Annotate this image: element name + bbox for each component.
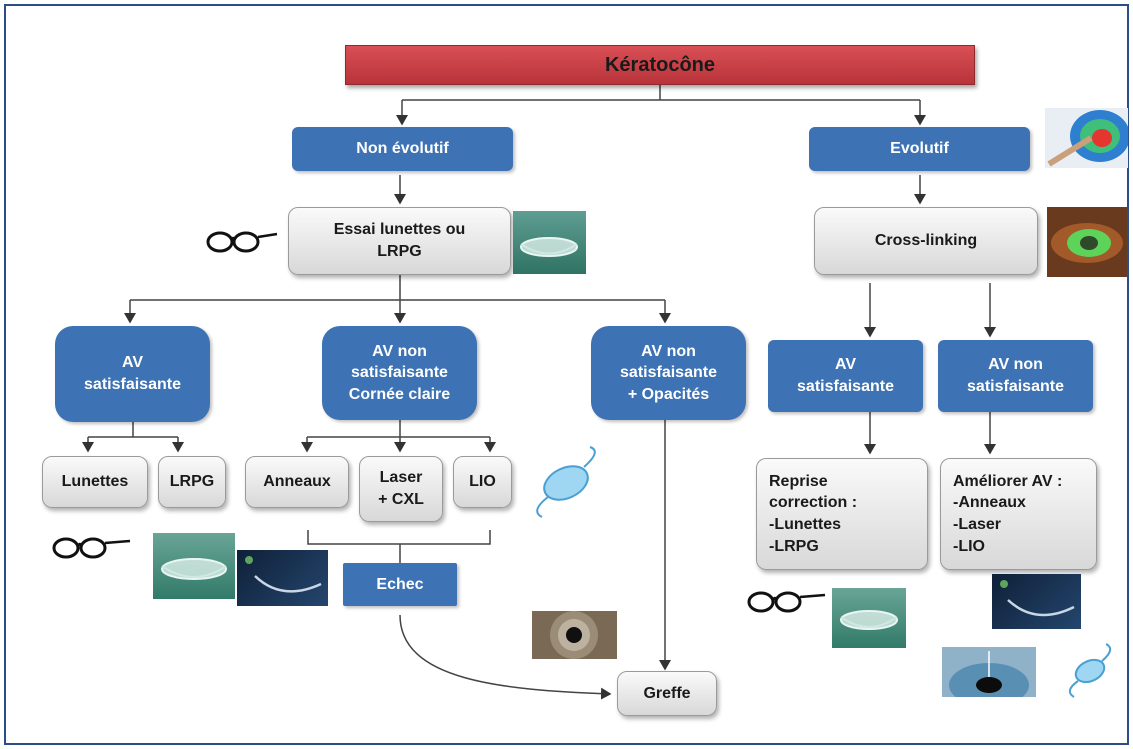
eye-iris-image	[942, 647, 1036, 697]
cross-linking-node: Cross-linking	[814, 207, 1038, 275]
av-non-satisfaisante-right-node: AV non satisfaisante	[938, 340, 1093, 412]
glasses-icon	[743, 584, 828, 620]
crosslinking-eye-image	[1047, 207, 1127, 277]
anneaux-node: Anneaux	[245, 456, 349, 508]
glasses-icon	[48, 530, 133, 566]
eye-iris-image	[532, 611, 617, 659]
glasses-icon	[203, 222, 279, 260]
echec-node: Echec	[343, 563, 457, 606]
evolutif-node: Evolutif	[809, 127, 1030, 171]
greffe-node: Greffe	[617, 671, 717, 716]
corneal-ring-image	[992, 574, 1081, 629]
contact-lens-image	[513, 211, 586, 274]
lrpg-node: LRPG	[158, 456, 226, 508]
keratocone-title-node: Kératocône	[345, 45, 975, 85]
laser-cxl-node: Laser + CXL	[359, 456, 443, 522]
intraocular-lens-icon	[1068, 643, 1112, 698]
non-evolutif-node: Non évolutif	[292, 127, 513, 171]
intraocular-lens-icon	[536, 446, 596, 518]
ameliorer-av-node: Améliorer AV : -Anneaux -Laser -LIO	[940, 458, 1097, 570]
av-satisfaisante-right-node: AV satisfaisante	[768, 340, 923, 412]
av-non-satisfaisante-opacites-node: AV non satisfaisante + Opacités	[591, 326, 746, 420]
contact-lens-image	[832, 588, 906, 648]
reprise-correction-node: Reprise correction : -Lunettes -LRPG	[756, 458, 928, 570]
topography-image	[1045, 108, 1128, 168]
av-non-satisfaisante-cornee-claire-node: AV non satisfaisante Cornée claire	[322, 326, 477, 420]
corneal-ring-image	[237, 550, 328, 606]
essai-lunettes-lrpg-node: Essai lunettes ou LRPG	[288, 207, 511, 275]
contact-lens-image	[153, 533, 235, 599]
av-satisfaisante-left-node: AV satisfaisante	[55, 326, 210, 422]
lunettes-node: Lunettes	[42, 456, 148, 508]
lio-node: LIO	[453, 456, 512, 508]
